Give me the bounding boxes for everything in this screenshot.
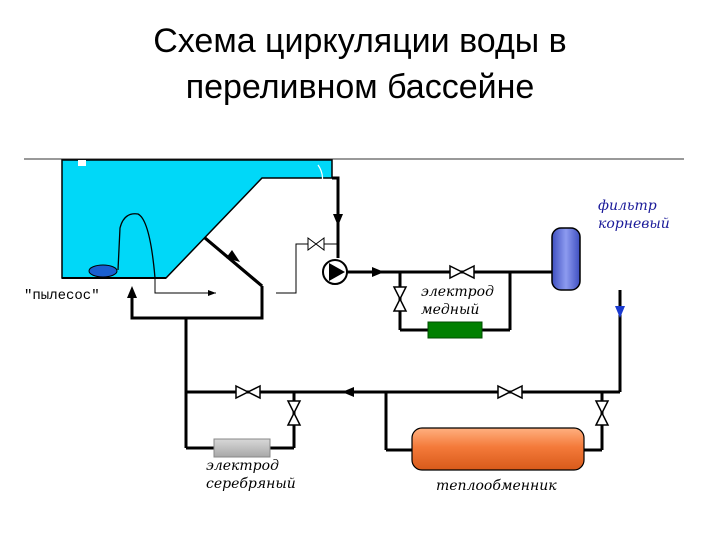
return-valve-l-l[interactable] [235, 384, 250, 400]
skimmer-arrow [226, 250, 240, 262]
copper-electrode [427, 321, 483, 339]
copper-label-2: медный [421, 302, 479, 318]
heat-exchanger [411, 427, 585, 471]
filter-top-pipe [580, 236, 620, 290]
bypass-valve-b [315, 237, 325, 251]
return-valve-l-r[interactable] [246, 384, 261, 400]
silver-valve-bottom[interactable] [286, 411, 302, 426]
pool-inlet [78, 160, 86, 166]
main-arrow [372, 267, 384, 277]
bypass-line [276, 243, 308, 294]
return-valve-r-l[interactable] [497, 384, 512, 400]
title-line-2: переливном бассейне [185, 68, 535, 106]
heat-exchanger-label: теплообменник [436, 478, 557, 494]
pool-return-arrow [127, 286, 137, 298]
suction-arrow [208, 290, 216, 296]
skimmer-pipe-2 [204, 236, 263, 288]
slide-title: Схема циркуляции воды в переливном бассе… [0, 18, 720, 110]
vacuum-cleaner [88, 264, 118, 278]
filter-label-1: фильтр [598, 198, 657, 214]
main-valve-right[interactable] [460, 264, 475, 280]
filter-label-2: корневый [598, 216, 670, 232]
bypass-valve [307, 237, 317, 251]
skimmer-to-return [186, 286, 264, 320]
silver-valve-top[interactable] [286, 400, 302, 415]
pump-arrow [329, 263, 345, 281]
pool-return-line [130, 290, 188, 392]
overflow-arrow [333, 214, 343, 226]
copper-valve-bottom[interactable] [392, 297, 408, 312]
return-valve-r-r[interactable] [508, 384, 523, 400]
hx-valve-bottom[interactable] [594, 411, 610, 426]
suction-line [154, 278, 216, 294]
silver-electrode [213, 438, 271, 458]
wave-mark [317, 164, 324, 194]
hx-valve-top[interactable] [594, 400, 610, 415]
silver-label-1: электрод [206, 458, 279, 474]
vacuum-hose [117, 213, 156, 279]
vacuum-label: "пылесос" [24, 288, 100, 304]
overflow-drain [332, 176, 340, 258]
title-line-1: Схема циркуляции воды в [153, 22, 567, 60]
return-arrow [342, 387, 354, 397]
copper-valve-top[interactable] [392, 286, 408, 301]
filter-down-arrow [615, 306, 625, 318]
copper-label-1: электрод [421, 284, 494, 300]
silver-label-2: серебряный [206, 476, 296, 492]
main-valve-left[interactable] [449, 264, 464, 280]
filter [551, 227, 581, 291]
pool [61, 159, 333, 279]
